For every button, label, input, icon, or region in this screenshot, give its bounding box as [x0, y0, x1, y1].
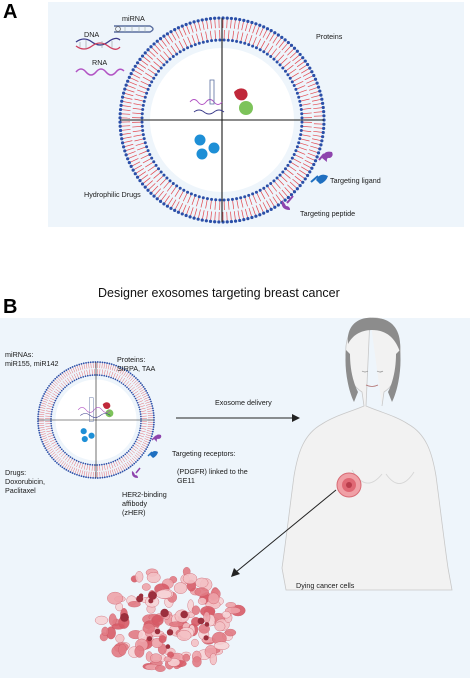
cancer-cell: [101, 626, 109, 637]
rna-label: RNA: [92, 58, 108, 67]
drug-sphere: [80, 428, 87, 435]
cancer-cell: [115, 634, 125, 644]
cell-nucleus: [148, 591, 157, 600]
exosome-delivery-label: Exosome delivery: [215, 398, 272, 407]
drugs-label: Drugs: Doxorubicin, Paclitaxel: [5, 468, 45, 495]
drug-sphere: [194, 134, 206, 146]
pdgfr-label: (PDGFR) linked to the GE11: [177, 467, 248, 485]
cell-nucleus: [166, 629, 174, 636]
her2-label: HER2-binding affibody (zHER): [122, 490, 167, 517]
cancer-cell: [207, 592, 220, 605]
protein-blob: [234, 88, 248, 101]
cell-nucleus: [203, 635, 209, 641]
cell-nucleus: [197, 617, 205, 625]
cancer-cell: [158, 635, 167, 643]
mirna-hairpin-icon: [209, 79, 215, 105]
drug-sphere: [196, 148, 208, 160]
targeting-receptors-label: Targeting receptors:: [172, 449, 236, 458]
drug-sphere: [81, 435, 88, 443]
proteins-label: Proteins: [316, 32, 343, 41]
dna-helix-icon: [75, 37, 121, 50]
exosome-icon: [37, 361, 155, 479]
dying-cells-arrow: [231, 489, 337, 577]
cancer-cell: [150, 653, 162, 663]
hydrophilic-drugs-label: Hydrophilic Drugs: [84, 190, 141, 199]
cell-nucleus: [154, 628, 161, 635]
cancer-cell: [224, 628, 237, 637]
cancer-cell: [209, 653, 217, 666]
cancer-cell: [182, 573, 198, 585]
cell-nucleus: [148, 598, 154, 604]
cancer-cell: [163, 656, 172, 663]
cell-nucleus: [136, 595, 144, 603]
rna-strand-icon: [75, 68, 125, 76]
dying-cells-label: Dying cancer cells: [296, 581, 355, 590]
exosome-delivery-arrow: [176, 414, 300, 422]
cancer-cell: [154, 665, 166, 672]
cell-nucleus: [165, 644, 171, 649]
cancer-cell: [195, 577, 209, 588]
tumor-cluster-icon: [94, 566, 246, 672]
rna-strand-icon: [189, 99, 223, 105]
drug-sphere: [88, 432, 95, 439]
cancer-cell: [203, 611, 211, 624]
cell-nucleus: [180, 610, 188, 619]
cancer-cell: [192, 656, 202, 668]
cancer-cell: [156, 589, 173, 599]
rna-strand-icon: [77, 407, 111, 413]
panel-b-letter: B: [3, 296, 18, 318]
cancer-cell: [146, 572, 161, 584]
mirna-hairpin-icon: [114, 25, 154, 33]
cancer-cell: [213, 641, 230, 651]
proteins-b-label: Proteins: SIRPA, TAA: [117, 355, 156, 373]
cancer-cell: [176, 630, 192, 641]
cancer-cell: [135, 571, 144, 583]
dna-helix-icon: [193, 109, 225, 115]
mirna-label: miRNA: [122, 14, 145, 23]
cancer-cell: [197, 597, 207, 605]
cancer-cell: [169, 621, 184, 628]
cancer-cell: [191, 638, 199, 647]
cell-nucleus: [160, 608, 169, 618]
cancer-cell: [127, 601, 141, 608]
targeting-ligand-label: Targeting ligand: [330, 176, 381, 185]
targeting-ligand-icon: [310, 151, 333, 184]
cell-nucleus: [147, 636, 153, 642]
panel-a-letter: A: [3, 1, 18, 23]
cancer-cell: [173, 582, 188, 594]
cancer-cell: [191, 605, 201, 615]
dna-label: DNA: [84, 30, 100, 39]
protein-blob: [102, 402, 111, 409]
exosome-icon: [118, 16, 326, 224]
human-torso-icon: [281, 317, 453, 591]
cell-nucleus: [204, 622, 210, 627]
targeting-peptide-label: Targeting peptide: [300, 209, 356, 218]
cancer-cell: [151, 614, 164, 626]
protein-blob: [239, 101, 253, 115]
cancer-cell: [94, 615, 109, 625]
cancer-cell: [221, 611, 231, 619]
cancer-cell: [194, 587, 209, 597]
cancer-cell: [118, 643, 127, 656]
panel-b-title: Designer exosomes targeting breast cance…: [98, 286, 340, 300]
cancer-cell: [107, 591, 124, 605]
cancer-cell: [182, 653, 191, 662]
cancer-cell: [141, 583, 151, 591]
cancer-cell: [142, 623, 155, 634]
dna-helix-icon: [80, 413, 111, 418]
cancer-cell: [134, 645, 145, 658]
tumor-icon: [336, 472, 362, 498]
cell-nucleus: [120, 613, 129, 622]
targeting-peptide-icon: [281, 195, 294, 210]
drug-sphere: [208, 142, 220, 154]
mirnas-label: miRNAs: miR155, miR142: [5, 350, 59, 368]
targeting-receptor-icon: [131, 434, 162, 478]
mirna-hairpin-icon: [89, 397, 94, 422]
protein-blob: [105, 409, 114, 418]
cancer-cell: [214, 621, 226, 632]
